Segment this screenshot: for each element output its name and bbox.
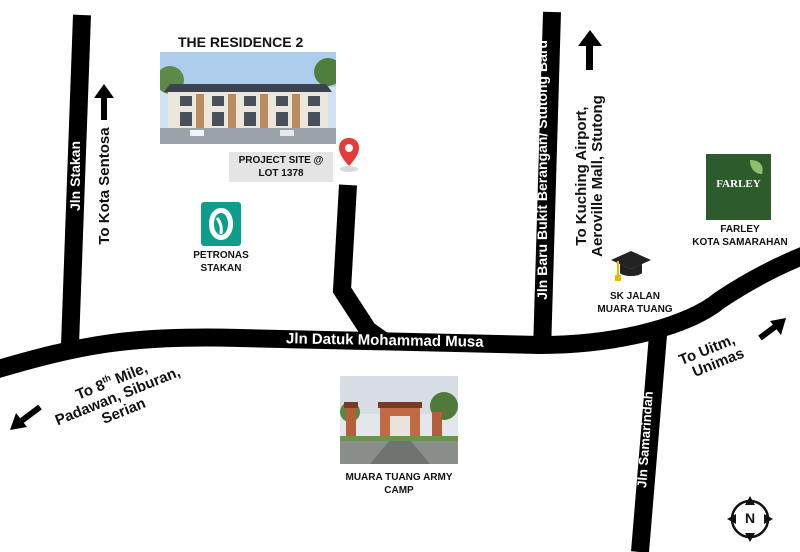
project-site-line2: LOT 1378 xyxy=(258,168,304,179)
direction-kuching-line2: Aeroville Mall, Stutong xyxy=(589,95,606,257)
compass-icon: N xyxy=(727,496,773,542)
school-label: SK JALAN MUARA TUANG xyxy=(590,290,680,316)
petronas-line2: STAKAN xyxy=(200,263,242,274)
road-project-access xyxy=(332,184,391,350)
farley-line2: KOTA SAMARAHAN xyxy=(692,237,788,248)
arrow-up-right-icon xyxy=(758,318,786,341)
school-line1: SK JALAN xyxy=(609,291,660,302)
road-label-main: Jln Datuk Mohammad Musa xyxy=(285,330,484,351)
army-camp-line2: CAMP xyxy=(384,485,414,496)
residence-photo xyxy=(160,52,336,144)
farley-logo: FARLEY xyxy=(706,154,771,220)
project-site-line1: PROJECT SITE @ xyxy=(238,155,324,166)
direction-kuching: To Kuching Airport, Aeroville Mall, Stut… xyxy=(573,76,606,276)
farley-label: FARLEY KOTA SAMARAHAN xyxy=(680,223,800,249)
arrow-down-left-icon xyxy=(10,404,42,430)
petronas-line1: PETRONAS xyxy=(193,250,249,261)
petronas-label: PETRONAS STAKAN xyxy=(178,249,264,275)
army-camp-label: MUARA TUANG ARMY CAMP xyxy=(334,471,464,497)
arrow-up-icon xyxy=(578,30,602,70)
road-label-bukit-berangan: Jln Baru Bukit Berangan/ Stutong Baru xyxy=(534,40,550,300)
road-jln-stakan xyxy=(61,14,91,346)
farley-line1: FARLEY xyxy=(720,224,760,235)
road-jln-samarindah xyxy=(631,334,667,552)
road-jln-datuk-mohammad-musa xyxy=(0,247,800,378)
petronas-logo xyxy=(201,202,241,246)
road-jln-baru-bukit-berangan xyxy=(533,11,561,353)
direction-kota-sentosa: To Kota Sentosa xyxy=(96,127,113,245)
farley-logo-text: FARLEY xyxy=(716,178,761,190)
project-site-label: PROJECT SITE @ LOT 1378 xyxy=(229,152,333,182)
graduation-cap-icon xyxy=(611,251,651,281)
map-pin-icon xyxy=(339,138,359,172)
army-camp-photo xyxy=(340,376,458,464)
school-line2: MUARA TUANG xyxy=(597,304,673,315)
residence-title: THE RESIDENCE 2 xyxy=(178,34,304,50)
road-label-stakan: Jln Stakan xyxy=(67,140,83,212)
compass-label: N xyxy=(744,510,756,526)
army-camp-line1: MUARA TUANG ARMY xyxy=(345,472,453,483)
arrow-up-icon xyxy=(94,84,114,120)
direction-kuching-line1: To Kuching Airport, xyxy=(573,106,590,246)
